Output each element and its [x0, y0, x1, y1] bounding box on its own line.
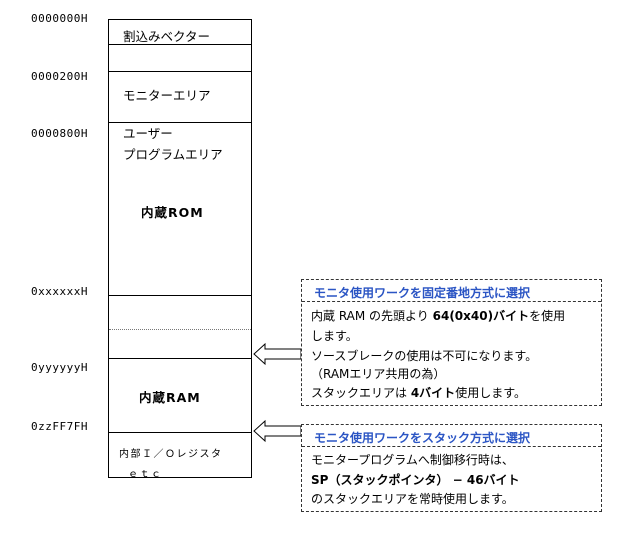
address-0000200h: 0000200H: [31, 70, 88, 83]
region-internal-ram: 内蔵RAM: [139, 390, 201, 405]
memory-map: 割込みベクター モニターエリア ユーザー プログラムエリア 内蔵ROM 内蔵RA…: [108, 19, 252, 480]
region-io-line2: ｅｔｃ: [128, 469, 163, 480]
divider-io-start: [109, 432, 251, 433]
address-0000800h: 0000800H: [31, 127, 88, 140]
note-fixed-title: モニタ使用ワークを固定番地方式に選択: [302, 280, 601, 302]
note-fixed-line1-c: を使用: [529, 309, 566, 323]
region-user-line1: ユーザー: [123, 126, 173, 141]
note-fixed-line5-b: 4バイト: [410, 386, 456, 400]
note-fixed-line5: スタックエリアは 4バイト使用します。: [311, 384, 526, 401]
arrow-io-note: [253, 419, 302, 443]
region-monitor-area: モニターエリア: [123, 88, 211, 103]
region-interrupt-vector: 割込みベクター: [123, 29, 211, 44]
note-fixed-line5-c: 使用します。: [455, 386, 526, 400]
note-stack-method: モニタ使用ワークをスタック方式に選択 モニタープログラムへ制御移行時は、 SP（…: [301, 424, 602, 512]
note-fixed-address: モニタ使用ワークを固定番地方式に選択 内蔵 RAM の先頭より 64(0x40)…: [301, 279, 602, 406]
address-0000000h: 0000000H: [31, 12, 88, 25]
note-fixed-line5-a: スタックエリアは: [311, 386, 411, 400]
note-stack-title: モニタ使用ワークをスタック方式に選択: [302, 425, 601, 447]
divider-monitor-start: [109, 71, 251, 72]
note-fixed-line2: します。: [311, 329, 358, 343]
arrow-ram-note: [253, 342, 302, 366]
note-fixed-line4: （RAMエリア共用の為）: [311, 367, 446, 381]
region-user-line2: プログラムエリア: [123, 147, 223, 162]
divider-dotted: [109, 329, 251, 330]
divider-rom-end: [109, 295, 251, 296]
divider-user-start: [109, 122, 251, 123]
note-fixed-line3: ソースブレークの使用は不可になります。: [311, 349, 538, 363]
note-stack-line3: のスタックエリアを常時使用します。: [311, 492, 514, 506]
note-fixed-line1-a: 内蔵 RAM の先頭より: [311, 309, 433, 323]
divider-ram-start: [109, 358, 251, 359]
note-fixed-line1-b: 64(0x40)バイト: [432, 309, 530, 323]
address-0zzff7fh: 0zzFF7FH: [31, 420, 88, 433]
divider-vector-end: [109, 44, 251, 45]
address-0yyyyyyh: 0yyyyyyH: [31, 361, 88, 374]
region-internal-rom: 内蔵ROM: [141, 205, 204, 220]
note-fixed-line1: 内蔵 RAM の先頭より 64(0x40)バイトを使用: [311, 307, 565, 324]
note-stack-line1: モニタープログラムへ制御移行時は、: [311, 453, 514, 467]
address-0xxxxxxh: 0xxxxxxH: [31, 285, 88, 298]
region-io-line1: 内部Ｉ／Ｏレジスタ: [119, 449, 223, 460]
note-stack-line2: SP（スタックポインタ） − 46バイト: [311, 473, 520, 487]
